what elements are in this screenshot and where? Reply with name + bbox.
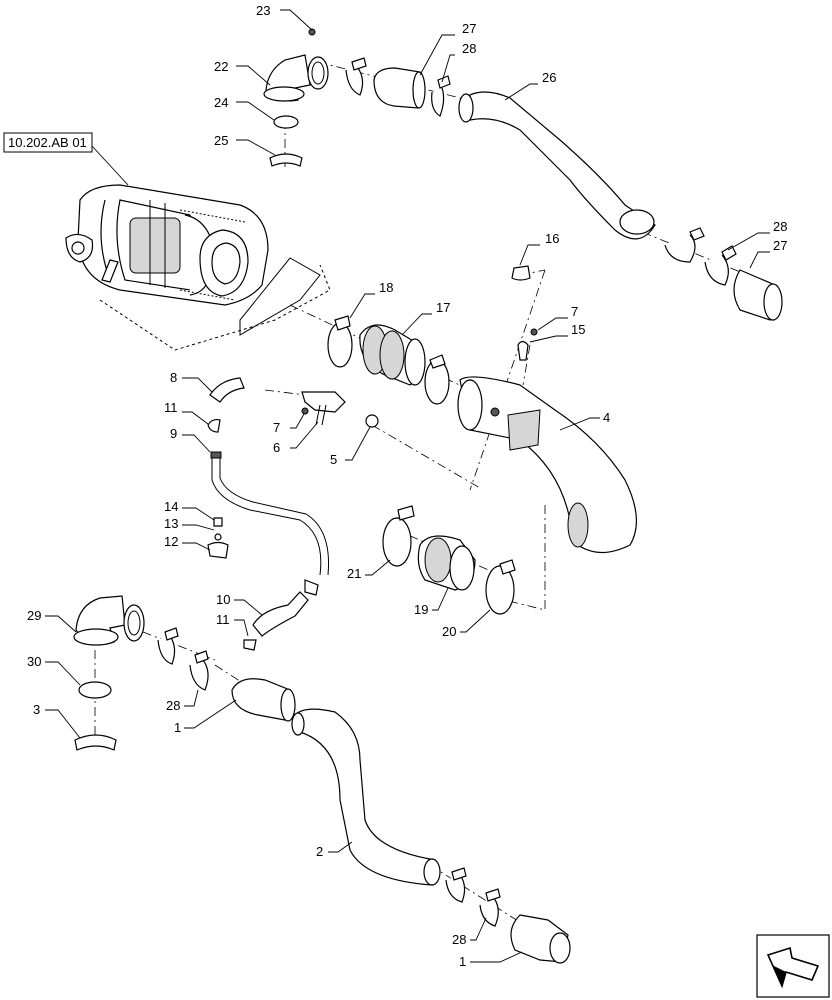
callout-28-upper[interactable]: 28: [462, 41, 476, 56]
callout-29[interactable]: 29: [27, 608, 41, 623]
callout-5[interactable]: 5: [330, 452, 337, 467]
arrow-navigation-icon[interactable]: [756, 934, 830, 998]
lower-coupling-group: [382, 505, 516, 615]
callout-1-lower[interactable]: 1: [174, 720, 181, 735]
callout-16[interactable]: 16: [545, 231, 559, 246]
callout-2[interactable]: 2: [316, 844, 323, 859]
callout-numbers: 23 22 24 25 27 28 26 28 27 16 18 17 7 15…: [27, 3, 787, 969]
callout-21[interactable]: 21: [347, 566, 361, 581]
callout-28-right[interactable]: 28: [773, 219, 787, 234]
callout-24[interactable]: 24: [214, 95, 228, 110]
vent-hose-group: [207, 377, 379, 651]
callout-15[interactable]: 15: [571, 322, 585, 337]
callout-20[interactable]: 20: [442, 624, 456, 639]
callout-18[interactable]: 18: [379, 280, 393, 295]
callout-26[interactable]: 26: [542, 70, 556, 85]
callout-8[interactable]: 8: [170, 370, 177, 385]
callout-7-lower[interactable]: 7: [273, 420, 280, 435]
upper-hose: [458, 91, 783, 321]
main-inlet-group: [327, 265, 638, 554]
callout-7-upper[interactable]: 7: [571, 304, 578, 319]
callout-9[interactable]: 9: [170, 426, 177, 441]
assembly-axes: [94, 61, 761, 936]
leader-lines: [45, 9, 770, 963]
callout-11-upper[interactable]: 11: [164, 400, 178, 415]
reference-label: 10.202.AB 01: [8, 135, 87, 150]
lower-elbow-group: [73, 595, 209, 751]
callout-11-lower[interactable]: 11: [216, 612, 230, 627]
callout-12[interactable]: 12: [164, 534, 178, 549]
callout-10[interactable]: 10: [216, 592, 230, 607]
callout-3[interactable]: 3: [33, 702, 40, 717]
callout-28-lower[interactable]: 28: [166, 698, 180, 713]
callout-23[interactable]: 23: [256, 3, 270, 18]
upper-elbow-group: [263, 28, 451, 167]
callout-30[interactable]: 30: [27, 654, 41, 669]
callout-22[interactable]: 22: [214, 59, 228, 74]
air-cleaner-housing: [65, 184, 331, 351]
callout-17[interactable]: 17: [436, 300, 450, 315]
callout-25[interactable]: 25: [214, 133, 228, 148]
callout-6[interactable]: 6: [273, 440, 280, 455]
reference-tag[interactable]: 10.202.AB 01: [3, 132, 129, 186]
callout-4[interactable]: 4: [603, 410, 610, 425]
callout-1-bottom[interactable]: 1: [459, 954, 466, 969]
callout-27-right[interactable]: 27: [773, 238, 787, 253]
callout-14[interactable]: 14: [164, 499, 178, 514]
lower-hose: [231, 678, 571, 964]
callout-28-bottom[interactable]: 28: [452, 932, 466, 947]
callout-27-upper[interactable]: 27: [462, 21, 476, 36]
callout-13[interactable]: 13: [164, 516, 178, 531]
callout-19[interactable]: 19: [414, 602, 428, 617]
